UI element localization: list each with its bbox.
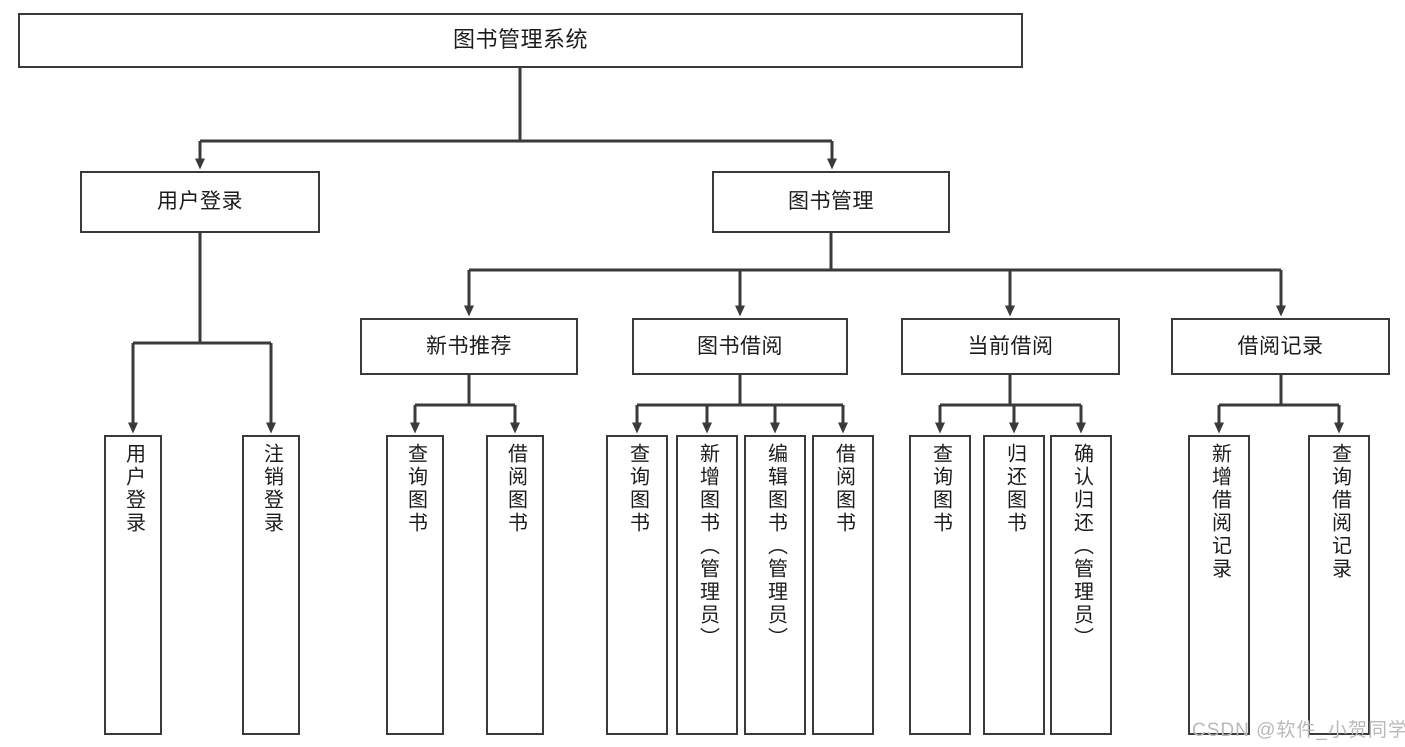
node-leaf-query-book-3[interactable]: 查询图书 (909, 435, 971, 735)
node-user-login[interactable]: 用户登录 (80, 171, 320, 233)
node-leaf-query-book-2[interactable]: 查询图书 (606, 435, 668, 735)
node-leaf-query-record-label: 查询借阅记录 (1328, 443, 1351, 581)
node-leaf-add-book[interactable]: 新增图书（管理员） (676, 435, 738, 735)
node-book-borrow-label: 图书借阅 (697, 334, 783, 358)
node-root[interactable]: 图书管理系统 (18, 13, 1023, 68)
node-leaf-logout-label: 注销登录 (260, 443, 283, 535)
node-leaf-add-book-label: 新增图书（管理员） (696, 443, 719, 650)
node-leaf-return-book[interactable]: 归还图书 (983, 435, 1045, 735)
node-leaf-add-record-label: 新增借阅记录 (1208, 443, 1231, 581)
node-book-manage-label: 图书管理 (788, 190, 874, 214)
node-leaf-borrow-book-1[interactable]: 借阅图书 (486, 435, 544, 735)
node-current-borrow-label: 当前借阅 (967, 334, 1054, 358)
node-leaf-borrow-book-1-label: 借阅图书 (504, 443, 527, 535)
node-borrow-record[interactable]: 借阅记录 (1171, 318, 1390, 375)
node-borrow-record-label: 借阅记录 (1237, 334, 1324, 358)
node-leaf-borrow-book-2-label: 借阅图书 (832, 443, 855, 535)
node-leaf-logout[interactable]: 注销登录 (242, 435, 300, 735)
node-leaf-return-book-label: 归还图书 (1003, 443, 1026, 535)
node-leaf-query-book-1[interactable]: 查询图书 (386, 435, 444, 735)
node-book-borrow[interactable]: 图书借阅 (632, 318, 848, 375)
node-user-login-label: 用户登录 (157, 190, 243, 214)
node-leaf-edit-book-label: 编辑图书（管理员） (764, 443, 787, 650)
node-leaf-query-book-2-label: 查询图书 (626, 443, 649, 535)
node-leaf-confirm-return[interactable]: 确认归还（管理员） (1050, 435, 1112, 735)
node-leaf-query-book-1-label: 查询图书 (404, 443, 427, 535)
node-leaf-user-login[interactable]: 用户登录 (104, 435, 162, 735)
node-current-borrow[interactable]: 当前借阅 (901, 318, 1120, 375)
node-root-label: 图书管理系统 (452, 27, 588, 53)
node-new-book-rec[interactable]: 新书推荐 (360, 318, 578, 375)
watermark-text: CSDN @软件_小贺同学 (1192, 720, 1405, 741)
node-leaf-user-login-label: 用户登录 (122, 443, 145, 535)
node-leaf-add-record[interactable]: 新增借阅记录 (1188, 435, 1250, 735)
node-book-manage[interactable]: 图书管理 (712, 171, 950, 233)
node-leaf-borrow-book-2[interactable]: 借阅图书 (812, 435, 874, 735)
node-leaf-query-book-3-label: 查询图书 (929, 443, 952, 535)
node-leaf-confirm-return-label: 确认归还（管理员） (1070, 443, 1093, 650)
node-new-book-rec-label: 新书推荐 (426, 334, 512, 358)
node-leaf-edit-book[interactable]: 编辑图书（管理员） (744, 435, 806, 735)
node-leaf-query-record[interactable]: 查询借阅记录 (1308, 435, 1370, 735)
